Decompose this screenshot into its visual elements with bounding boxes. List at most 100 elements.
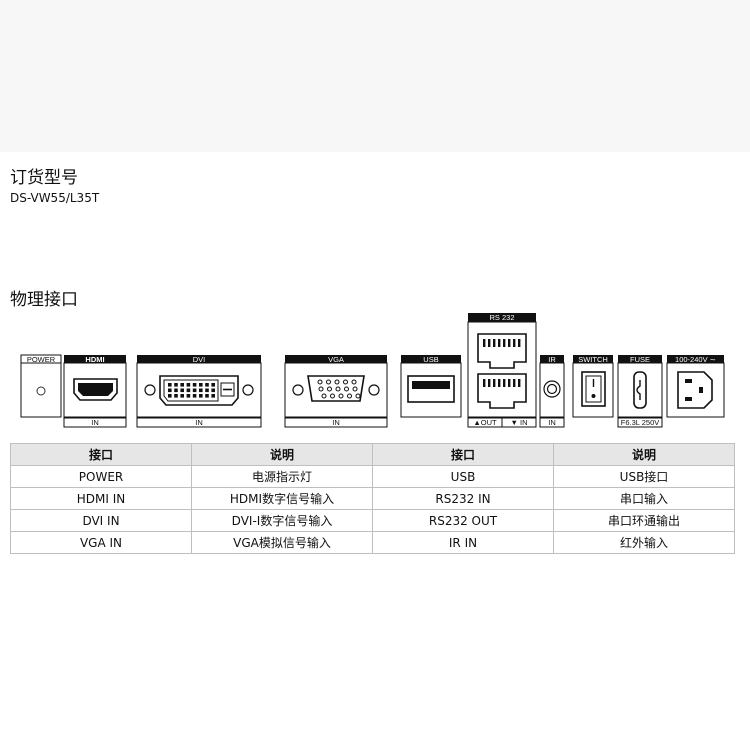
- dvi-pin: [180, 383, 184, 387]
- rj45-pin: [488, 379, 491, 387]
- dvi-pin: [199, 383, 203, 387]
- table-row: POWER 电源指示灯 USB USB接口: [10, 465, 735, 488]
- rj45-pin: [508, 339, 511, 347]
- table-cell: HDMI IN: [10, 487, 192, 510]
- interface-table: 接口 说明 接口 说明 POWER 电源指示灯 USB USB接口 HDMI I…: [10, 443, 735, 554]
- dvi-pin: [174, 383, 178, 387]
- ac-inlet-icon: [677, 371, 713, 409]
- dvi-pin: [199, 388, 203, 393]
- vga-pin: [338, 393, 344, 399]
- fuse-icon: [633, 371, 647, 409]
- dvi-pin: [180, 394, 184, 398]
- dvi-pins: [168, 383, 215, 398]
- dvi-pin: [199, 394, 203, 398]
- model-number: DS-VW55/L35T: [10, 191, 100, 205]
- ac-inlet: 100-240V ∼: [666, 355, 725, 418]
- table-cell: 串口输入: [553, 487, 735, 510]
- rj45-pin: [488, 339, 491, 347]
- rs232-port: RS 232 ▲OUT ▼ IN: [467, 313, 537, 428]
- ac-label: 100-240V ∼: [675, 355, 716, 364]
- table-cell: VGA IN: [10, 531, 192, 554]
- vga-pin: [334, 379, 340, 385]
- dvi-pin: [174, 394, 178, 398]
- rs232-in-label: ▼ IN: [510, 418, 527, 427]
- table-cell: HDMI数字信号输入: [191, 487, 373, 510]
- fuse-holder: FUSE F6.3L 250V: [617, 355, 663, 428]
- power-label: POWER: [27, 355, 56, 364]
- vga-pins: [317, 379, 361, 399]
- header-interface-1: 接口: [10, 443, 192, 466]
- table-cell: VGA模拟信号输入: [191, 531, 373, 554]
- table-header-row: 接口 说明 接口 说明: [10, 443, 735, 466]
- fuse-rating: F6.3L 250V: [621, 418, 660, 427]
- rj45-pin: [498, 379, 501, 387]
- dvi-pin: [180, 388, 184, 393]
- dvi-port: DVI IN: [136, 355, 262, 428]
- vga-pin: [330, 393, 335, 399]
- dvi-pin: [168, 394, 172, 398]
- rj45-pin: [518, 379, 521, 387]
- header-banner: [0, 0, 750, 152]
- dvi-pin: [186, 383, 191, 387]
- header-interface-2: 接口: [372, 443, 554, 466]
- hdmi-port: HDMI IN: [63, 355, 127, 428]
- dvi-direction: IN: [195, 418, 203, 427]
- dvi-pin: [186, 388, 191, 393]
- rs232-label: RS 232: [489, 313, 514, 322]
- rj45-pin: [513, 339, 516, 347]
- table-cell: RS232 OUT: [372, 509, 554, 532]
- ir-direction: IN: [548, 418, 556, 427]
- dvi-label: DVI: [193, 355, 206, 364]
- table-cell: USB接口: [553, 465, 735, 488]
- table-cell: 红外输入: [553, 531, 735, 554]
- vga-pin: [327, 386, 332, 392]
- vga-pin: [321, 393, 327, 399]
- vga-pin: [347, 393, 352, 399]
- vga-pin: [343, 379, 348, 385]
- rj45-pin: [503, 339, 506, 347]
- rj45-pin: [508, 379, 511, 387]
- dvi-pin: [192, 394, 197, 398]
- dvi-pin: [205, 394, 209, 398]
- table-row: DVI IN DVI-I数字信号输入 RS232 OUT 串口环通输出: [10, 509, 735, 532]
- interface-section-title: 物理接口: [10, 290, 78, 310]
- dvi-pin: [211, 394, 215, 398]
- power-port: POWER: [20, 354, 62, 418]
- table-row: HDMI IN HDMI数字信号输入 RS232 IN 串口输入: [10, 487, 735, 510]
- switch-label: SWITCH: [578, 355, 608, 364]
- rj45-pin: [498, 339, 501, 347]
- hdmi-direction: IN: [91, 418, 99, 427]
- vga-pin: [352, 386, 358, 392]
- table-cell: POWER: [10, 465, 192, 488]
- vga-direction: IN: [332, 418, 340, 427]
- rj45-pin: [483, 339, 486, 347]
- rs232-out-label: ▲OUT: [473, 418, 497, 427]
- table-cell: RS232 IN: [372, 487, 554, 510]
- usb-port: USB: [400, 355, 462, 418]
- header-description-2: 说明: [553, 443, 735, 466]
- rj45-pin: [493, 379, 496, 387]
- vga-pin: [355, 393, 361, 399]
- usb-label: USB: [423, 355, 438, 364]
- ir-port: IR IN: [539, 355, 565, 428]
- table-cell: DVI IN: [10, 509, 192, 532]
- dvi-pin: [186, 394, 191, 398]
- rj45-pin: [503, 379, 506, 387]
- rj45-pin: [483, 379, 486, 387]
- header-description-1: 说明: [191, 443, 373, 466]
- power-switch: SWITCH: [572, 355, 614, 418]
- table-cell: 串口环通输出: [553, 509, 735, 532]
- dvi-pin: [205, 388, 209, 393]
- vga-port: VGA IN: [284, 355, 388, 428]
- dvi-pin: [168, 383, 172, 387]
- vga-pin: [335, 386, 341, 392]
- table-cell: 电源指示灯: [191, 465, 373, 488]
- hdmi-label: HDMI: [85, 355, 104, 364]
- table-cell: DVI-I数字信号输入: [191, 509, 373, 532]
- vga-pin: [326, 379, 331, 385]
- vga-pin: [344, 386, 349, 392]
- dvi-pin: [168, 388, 172, 393]
- table-cell: USB: [372, 465, 554, 488]
- dvi-pin: [205, 383, 209, 387]
